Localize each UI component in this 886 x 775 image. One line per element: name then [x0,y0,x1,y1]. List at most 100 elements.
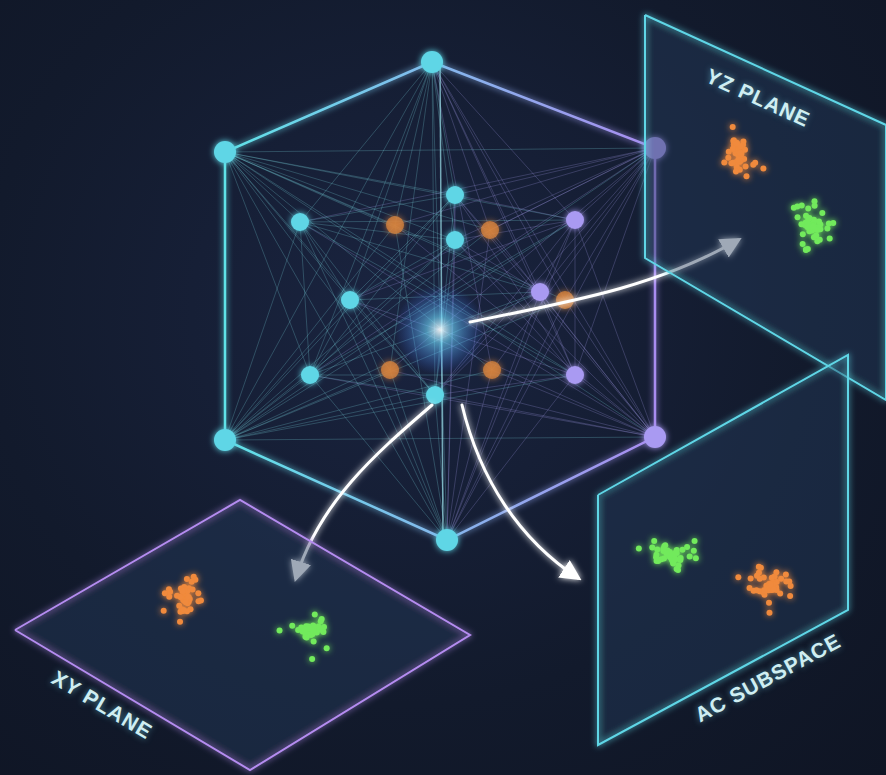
mesh-line [225,370,492,440]
data-point [304,635,310,641]
plane-border [598,355,848,745]
data-point [799,203,805,209]
data-point [760,165,766,171]
mesh-line [395,62,432,225]
data-point [161,608,167,614]
projection-plane: XY PLANE [10,495,475,773]
point-cluster [161,574,204,625]
mesh-line [225,148,655,440]
mesh-line [225,437,655,440]
mesh-line [300,222,655,437]
data-point [661,556,667,562]
data-point [162,590,168,596]
data-point [672,550,678,556]
data-point [733,168,739,174]
hidden-node [386,216,404,234]
data-point [737,150,743,156]
data-point [660,546,666,552]
network-node [421,51,443,73]
mesh-line [435,395,447,540]
data-point [811,198,817,204]
mesh-line [300,222,455,240]
point-cluster [721,124,766,179]
data-point [814,238,820,244]
mesh-line [300,222,350,300]
data-point [735,574,741,580]
data-point [691,548,697,554]
network-node [566,366,584,384]
data-point [766,600,772,606]
point-cluster [791,198,836,253]
mesh-line [575,375,655,437]
data-point [183,599,189,605]
network-node [436,529,458,551]
mesh-line [350,300,655,437]
data-point [733,141,739,147]
mesh-line [225,152,310,375]
data-point [186,594,192,600]
projection-plane: AC SUBSPACE [593,350,853,750]
projection-plane: YZ PLANE [640,8,886,408]
data-point [289,623,295,629]
mesh-line [310,148,655,375]
mesh-line [447,240,455,540]
data-point [725,155,731,161]
mesh-line [225,152,575,375]
data-point [795,214,801,220]
hidden-node [483,361,501,379]
data-point [198,598,204,604]
data-point [735,156,741,162]
network-node [291,213,309,231]
data-point [773,569,779,575]
network-node [341,291,359,309]
data-point [800,231,806,237]
data-point [730,160,736,166]
data-point [684,544,690,550]
mesh-line [300,222,540,292]
hidden-node [381,361,399,379]
data-point [783,572,789,578]
mesh-line [225,152,490,230]
mesh-line [225,300,565,440]
data-point [758,565,764,571]
mesh-line [395,225,655,437]
mesh-line [455,148,655,240]
network-node [214,141,236,163]
data-point [312,612,318,618]
data-point [762,588,768,594]
data-point [816,219,822,225]
data-point [309,656,315,662]
data-point [674,566,680,572]
mesh-line [300,220,575,222]
mesh-line [225,375,575,440]
mesh-line [447,230,490,540]
data-point [177,594,183,600]
mesh-line [455,195,575,220]
data-point [748,576,754,582]
network-node [301,366,319,384]
network-node [446,231,464,249]
data-point [730,124,736,130]
data-point [190,587,196,593]
plane-outline [640,8,886,408]
plane-outline [10,495,475,773]
mesh-line [490,230,655,437]
mesh-line [455,195,540,292]
mesh-line [575,148,655,220]
data-point [310,628,316,634]
data-point [827,236,833,242]
data-point [176,603,182,609]
mesh-line [540,220,575,292]
data-point [805,223,811,229]
data-point [800,241,806,247]
data-point [778,576,784,582]
network-node [426,386,444,404]
mesh-line [225,152,455,240]
mesh-line [225,62,432,440]
network-node [644,426,666,448]
mesh-line [490,148,655,230]
data-point [766,610,772,616]
mesh-line [435,375,575,395]
data-point [167,589,173,595]
data-point [824,225,830,231]
